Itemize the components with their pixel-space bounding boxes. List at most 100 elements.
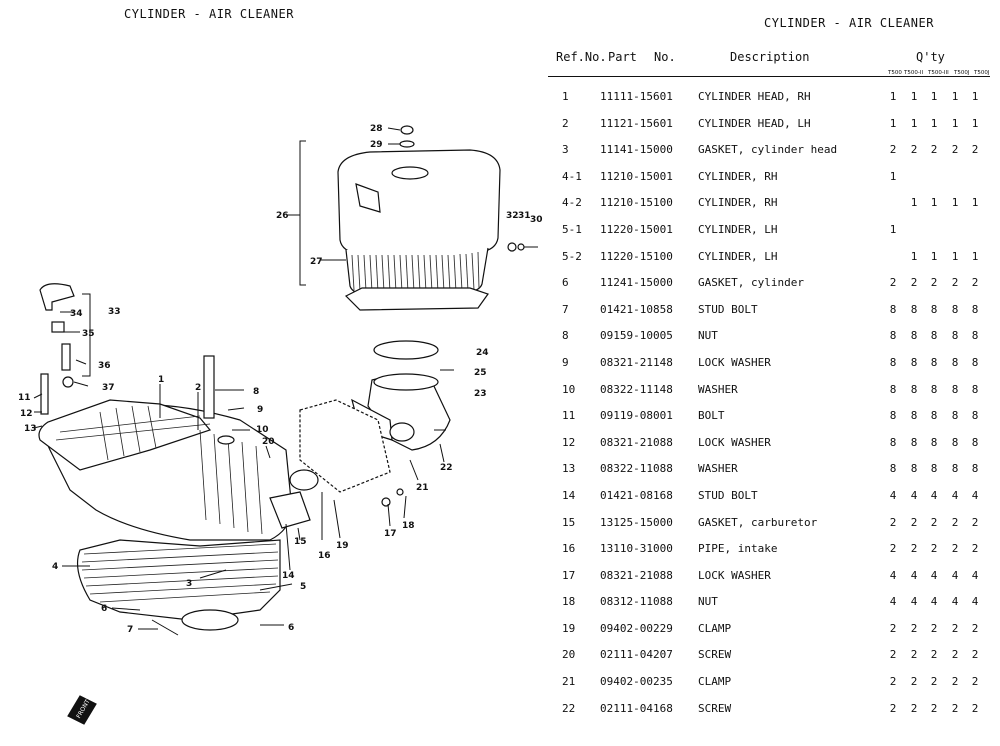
ref-number: 12 — [562, 435, 576, 449]
part-number: 11141-15000 — [600, 143, 673, 157]
qty-value: 8 — [910, 382, 918, 396]
spark-plug-parts — [39, 283, 91, 388]
qty-value: 2 — [910, 621, 918, 635]
qty-value: 8 — [889, 329, 897, 343]
ref-number: 5-1 — [562, 222, 582, 236]
qty-value: 8 — [951, 462, 959, 476]
callout-22: 22 — [440, 463, 453, 473]
part-number: 11210-15100 — [600, 196, 673, 210]
qty-value: 1 — [951, 116, 959, 130]
part-description: LOCK WASHER — [698, 355, 771, 369]
qty-value: 2 — [889, 648, 897, 662]
parts-list-table: Ref.No. Part No. Description Q'ty T500 T… — [548, 46, 990, 723]
part-number: 13110-31000 — [600, 542, 673, 556]
qty-value: 2 — [930, 143, 938, 157]
part-number: 11111-15601 — [600, 90, 673, 103]
part-number: 02111-04207 — [600, 648, 673, 662]
qty-value: 4 — [951, 568, 959, 582]
table-header: Ref.No. Part No. Description Q'ty T500 T… — [548, 46, 990, 76]
qty-value: 2 — [910, 675, 918, 689]
ref-number: 16 — [562, 542, 576, 556]
part-description: SCREW — [698, 648, 732, 662]
qty-value: 8 — [930, 435, 938, 449]
parts-illustration: FRONT 1 2 3 4 — [18, 124, 543, 725]
callout-29: 29 — [370, 140, 383, 150]
callout-3: 3 — [186, 579, 192, 589]
header-no: No. — [654, 50, 676, 64]
callout-26: 26 — [276, 211, 289, 221]
qty-value: 8 — [889, 462, 897, 476]
ref-number: 10 — [562, 382, 576, 396]
leader-lines — [33, 127, 445, 630]
qty-value: 1 — [889, 116, 897, 130]
qty-value: 2 — [910, 648, 918, 662]
callout-15: 15 — [294, 537, 307, 547]
callout-27: 27 — [310, 257, 323, 267]
ref-number: 11 — [562, 409, 576, 423]
callout-30: 30 — [530, 215, 543, 225]
header-divider — [548, 76, 990, 77]
air-cleaner-assembly — [288, 125, 538, 311]
qty-value: 8 — [910, 329, 918, 343]
page-title-right: CYLINDER - AIR CLEANER — [764, 16, 934, 30]
part-description: WASHER — [698, 382, 738, 396]
cooling-fins — [55, 405, 279, 603]
callout-32: 32 — [506, 211, 519, 221]
callout-20: 20 — [262, 437, 275, 447]
qty-value: 8 — [951, 355, 959, 369]
part-number: 02111-04168 — [600, 701, 673, 715]
qty-value: 1 — [889, 169, 897, 183]
callout-18: 18 — [402, 521, 415, 531]
qty-value: 4 — [930, 568, 938, 582]
qty-value: 2 — [951, 143, 959, 157]
callout-labels: 1 2 3 4 5 6 6 7 8 9 10 11 12 13 14 15 16… — [18, 124, 543, 635]
callout-4: 4 — [52, 562, 58, 572]
qty-value: 2 — [971, 515, 979, 529]
callout-21: 21 — [416, 483, 429, 493]
part-description: CYLINDER, LH — [698, 249, 778, 263]
part-description: NUT — [698, 329, 718, 343]
callout-33: 33 — [108, 307, 121, 317]
part-number: 09402-00235 — [600, 675, 673, 689]
header-part: Part — [608, 50, 637, 64]
callout-23: 23 — [474, 389, 487, 399]
callout-36: 36 — [98, 361, 111, 371]
qty-value: 1 — [951, 90, 959, 103]
part-number: 11220-15100 — [600, 249, 673, 263]
part-number: 08321-21148 — [600, 355, 673, 369]
ref-number: 13 — [562, 462, 576, 476]
ref-number: 4-1 — [562, 169, 582, 183]
qty-value: 8 — [971, 409, 979, 423]
qty-value: 2 — [910, 515, 918, 529]
front-arrow-marker: FRONT — [67, 695, 97, 725]
qty-value: 2 — [910, 701, 918, 715]
part-description: PIPE, intake — [698, 542, 778, 556]
qty-value: 1 — [971, 249, 979, 263]
qty-value: 8 — [930, 409, 938, 423]
part-description: LOCK WASHER — [698, 568, 771, 582]
callout-9: 9 — [257, 405, 263, 415]
part-number: 13125-15000 — [600, 515, 673, 529]
qty-value: 8 — [889, 382, 897, 396]
callout-25: 25 — [474, 368, 487, 378]
part-description: CYLINDER, RH — [698, 169, 778, 183]
cylinder-block — [38, 355, 293, 636]
qty-value: 8 — [951, 435, 959, 449]
header-ref-no: Ref.No. — [556, 50, 607, 64]
qty-value: 1 — [889, 222, 897, 236]
callout-34: 34 — [70, 309, 83, 319]
